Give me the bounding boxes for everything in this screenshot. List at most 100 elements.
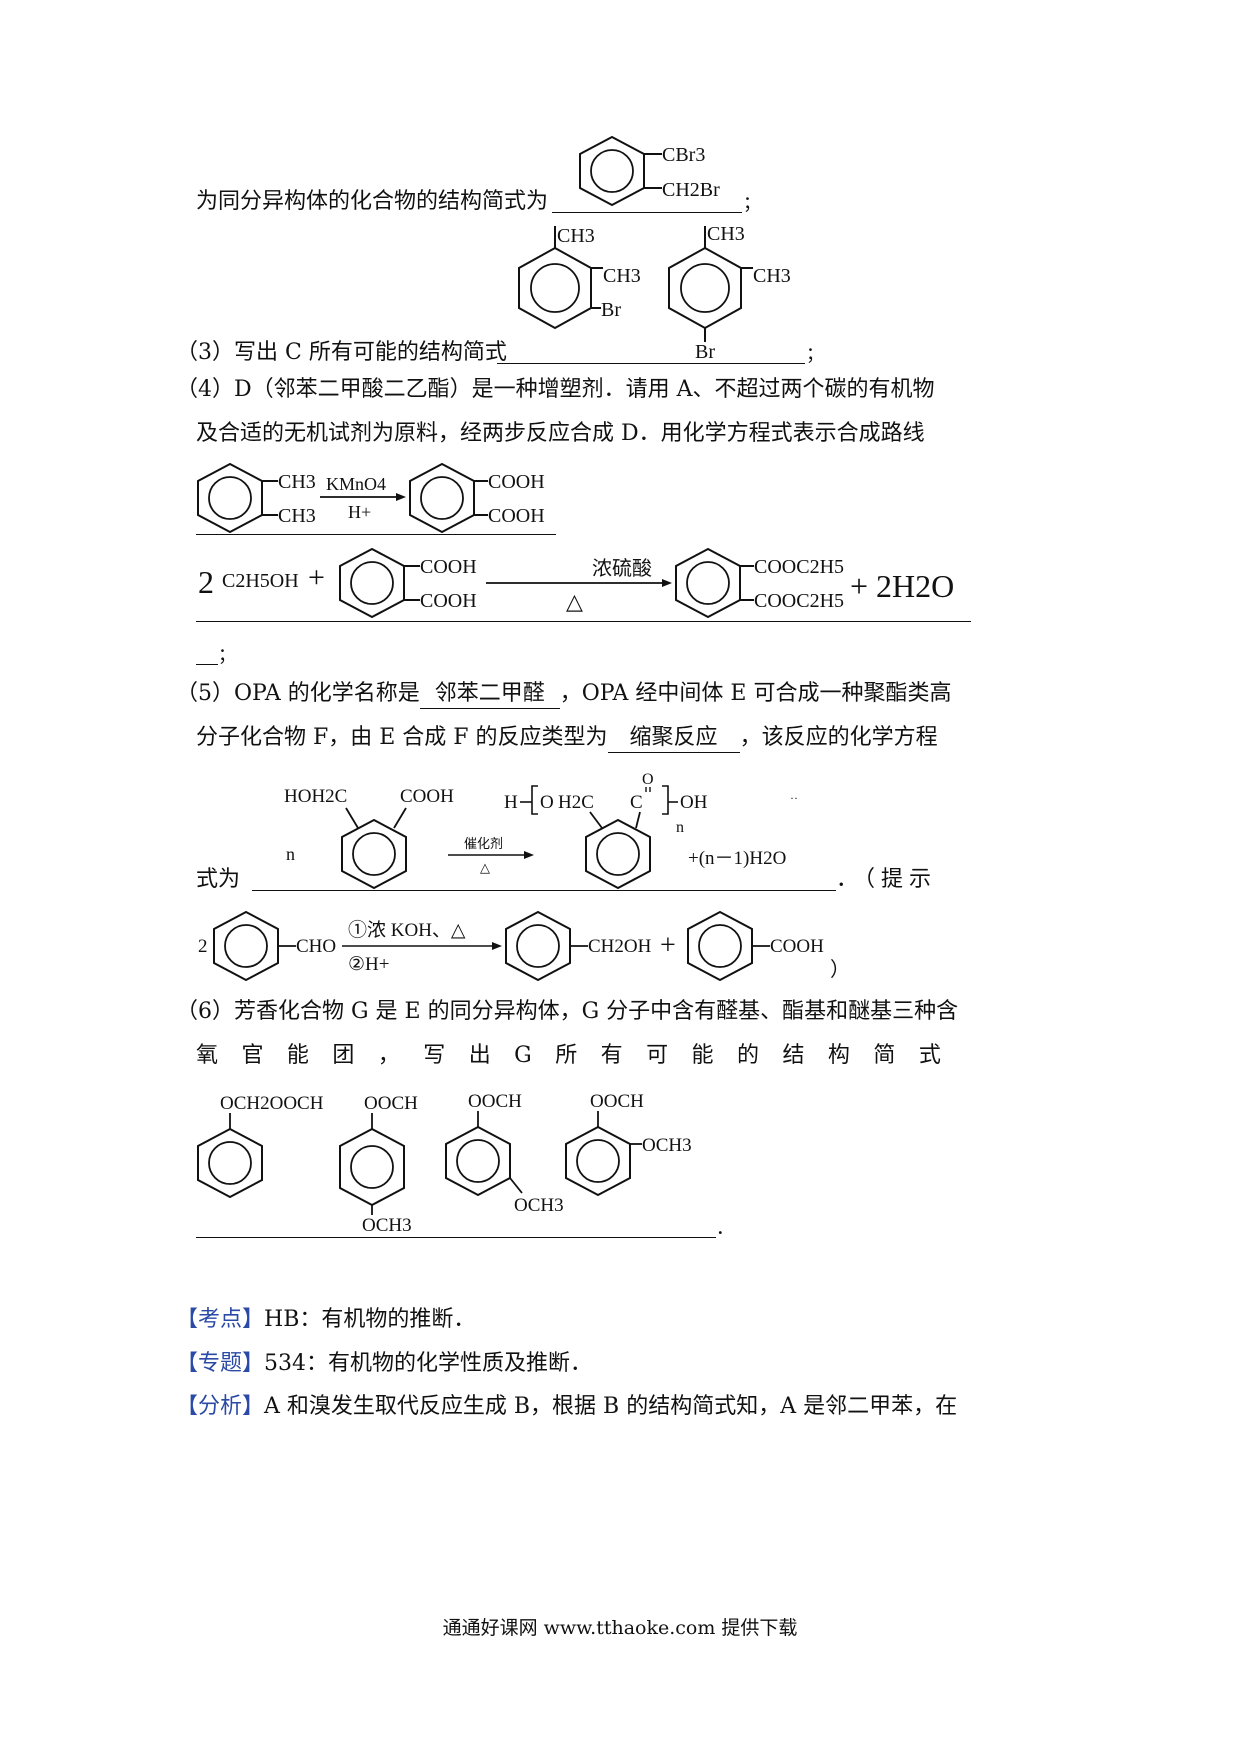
q6-s4-top: OOCH bbox=[590, 1091, 644, 1112]
q2-answer-line bbox=[552, 188, 742, 213]
q6-s4-side: OCH3 bbox=[642, 1135, 692, 1156]
q5-line1-b: ，OPA 经中间体 E 可合成一种聚酯类高 bbox=[559, 681, 952, 706]
kaodian-text: HB：有机物的推断． bbox=[264, 1307, 476, 1332]
q6-char: 写 bbox=[423, 1043, 446, 1068]
q3-answer-line bbox=[497, 339, 805, 364]
q5-hint-close: ） bbox=[830, 958, 850, 981]
q5-hint-cho: CHO bbox=[296, 936, 336, 957]
q4-line1: （4）D（邻苯二甲酸二乙酯）是一种增塑剂．请用 A、不超过两个碳的有机物 bbox=[176, 377, 935, 402]
q4-e2-water: + 2H2O bbox=[850, 568, 954, 604]
q5-line1: （5）OPA 的化学名称是邻苯二甲醛，OPA 经中间体 E 可合成一种聚酯类高 bbox=[176, 680, 951, 709]
q3-s2-br: Br bbox=[695, 341, 715, 363]
q5-reactant-cooh: COOH bbox=[400, 786, 454, 807]
q5-hint-plus: + bbox=[660, 930, 676, 961]
q6-char: 氧 bbox=[196, 1043, 219, 1068]
q6-char: 简 bbox=[873, 1043, 896, 1068]
q6-s2-top: OOCH bbox=[364, 1093, 418, 1114]
q4-e2-plus: + bbox=[308, 561, 325, 594]
q2-label-cbr3: CBr3 bbox=[662, 144, 705, 166]
kaodian-row: 【考点】HB：有机物的推断． bbox=[176, 1306, 475, 1334]
fenxi-row: 【分析】A 和溴发生取代反应生成 B，根据 B 的结构简式知，A 是邻二甲苯，在 bbox=[176, 1393, 957, 1421]
q6-s1-top: OCH2OOCH bbox=[220, 1093, 324, 1114]
q5-polymer-ch2: H2C bbox=[558, 792, 594, 813]
q5-line2-a: 分子化合物 F，由 E 合成 F 的反应类型为 bbox=[196, 725, 608, 750]
q3-s2-ch3-top: CH3 bbox=[707, 223, 745, 245]
q5-line2-b: ，该反应的化学方程 bbox=[739, 725, 938, 750]
q4-e1-kmno4: KMnO4 bbox=[326, 474, 386, 494]
q4-end: ； bbox=[218, 645, 236, 666]
q5-line3-b: ．（提示 bbox=[836, 867, 938, 892]
q6-char: 有 bbox=[600, 1043, 623, 1068]
q5-hint-coef: 2 bbox=[198, 936, 208, 957]
zhuanti-tag: 【专题】 bbox=[176, 1351, 265, 1376]
q6-char: 可 bbox=[646, 1043, 669, 1068]
q4-equation-1: CH3 CH3 KMnO4 H+ COOH COOH bbox=[197, 462, 545, 534]
zhuanti-text: 534：有机物的化学性质及推断． bbox=[264, 1351, 593, 1376]
q6-char: 能 bbox=[286, 1043, 309, 1068]
q4-line-1 bbox=[196, 510, 556, 535]
q4-e2-coef: 2 bbox=[198, 564, 214, 600]
q4-e2-cooh-b: COOH bbox=[420, 590, 477, 612]
q6-char: 所 bbox=[555, 1043, 578, 1068]
q6-answer-line bbox=[196, 1213, 716, 1238]
fenxi-tag: 【分析】 bbox=[176, 1394, 265, 1419]
q5-polymer-o: O bbox=[540, 792, 554, 813]
q4-line-3 bbox=[196, 640, 218, 665]
q5-dots: ·· bbox=[790, 791, 798, 805]
q3-s2-ch3-side: CH3 bbox=[753, 265, 791, 287]
fenxi-text: A 和溴发生取代反应生成 B，根据 B 的结构简式知，A 是邻二甲苯，在 bbox=[264, 1394, 958, 1419]
q4-line-2 bbox=[196, 597, 971, 622]
q6-char: G bbox=[514, 1043, 532, 1068]
q6-char: 构 bbox=[827, 1043, 850, 1068]
q5-hint-equation: 2 CHO ①浓 KOH、△ ②H+ CH2OH + COOH ） bbox=[198, 910, 850, 982]
q5-answer-2: 缩聚反应 bbox=[607, 724, 740, 753]
q3-s1-br: Br bbox=[601, 299, 621, 321]
q5-answer-line bbox=[252, 866, 836, 891]
q5-polymer-equation: HOH2C COOH n 催化剂 △ H O H2C C O OH n ·· +… bbox=[284, 771, 798, 890]
q6-char: 出 bbox=[468, 1043, 491, 1068]
q5-catalyst: 催化剂 bbox=[464, 836, 503, 851]
page-footer: 通通好课网 www.tthaoke.com 提供下载 bbox=[442, 1617, 798, 1639]
q4-e2-heat: △ bbox=[566, 589, 583, 614]
q3-structure-1: CH3 CH3 Br bbox=[518, 225, 641, 330]
q5-heat: △ bbox=[480, 860, 490, 875]
q4-e1-cooh-b: COOH bbox=[488, 505, 545, 527]
q5-reactant-hoh2c: HOH2C bbox=[284, 786, 347, 807]
q5-polymer-c: C bbox=[630, 792, 643, 813]
q6-char: 结 bbox=[782, 1043, 805, 1068]
q4-e1-ch3-b: CH3 bbox=[278, 505, 316, 527]
q6-char: ， bbox=[377, 1043, 400, 1068]
q6-s2-bottom: OCH3 bbox=[362, 1215, 412, 1236]
q3-structure-2: CH3 CH3 Br bbox=[668, 223, 791, 363]
svg-text:O: O bbox=[642, 771, 654, 788]
q4-e2-h2so4: 浓硫酸 bbox=[592, 557, 652, 580]
q3-s1-ch3-side: CH3 bbox=[603, 265, 641, 287]
q5-line1-a: （5）OPA 的化学名称是 bbox=[176, 681, 420, 706]
q6-char: 团 bbox=[332, 1043, 355, 1068]
q2-end: ； bbox=[743, 193, 761, 214]
q6-char: 式 bbox=[918, 1043, 941, 1068]
q5-coef-n: n bbox=[286, 844, 295, 864]
q5-answer-1: 邻苯二甲醛 bbox=[419, 680, 560, 709]
q4-e2-ester-a: COOC2H5 bbox=[754, 556, 844, 578]
q5-polymer-n: n bbox=[676, 819, 684, 836]
q4-equation-2: 2 C2H5OH + COOH COOH 浓硫酸 △ COOC2H5 COOC2… bbox=[198, 547, 954, 619]
q2-text: 为同分异构体的化合物的结构简式为 bbox=[196, 189, 549, 214]
q3-s1-ch3-top: CH3 bbox=[557, 225, 595, 247]
q3-text: （3）写出 C 所有可能的结构简式 bbox=[176, 340, 507, 365]
q2-label-ch2br: CH2Br bbox=[662, 179, 720, 201]
q4-line2: 及合适的无机试剂为原料，经两步反应合成 D．用化学方程式表示合成路线 bbox=[196, 421, 925, 446]
q5-hint-cooh: COOH bbox=[770, 936, 824, 957]
q3-end: ； bbox=[806, 344, 824, 365]
q4-e2-cooh-a: COOH bbox=[420, 556, 477, 578]
q5-polymer-h: H bbox=[504, 792, 518, 813]
q5-hint-reagent-2: ②H+ bbox=[348, 954, 389, 975]
q6-s3-bottom: OCH3 bbox=[514, 1195, 564, 1216]
kaodian-tag: 【考点】 bbox=[176, 1307, 265, 1332]
q6-char: 的 bbox=[737, 1043, 760, 1068]
q6-line1: （6）芳香化合物 G 是 E 的同分异构体，G 分子中含有醛基、酯基和醚基三种含 bbox=[176, 999, 959, 1024]
q4-e2-ester-b: COOC2H5 bbox=[754, 590, 844, 612]
q5-water: +(n－1)H2O bbox=[688, 848, 786, 869]
q6-char: 官 bbox=[241, 1043, 264, 1068]
